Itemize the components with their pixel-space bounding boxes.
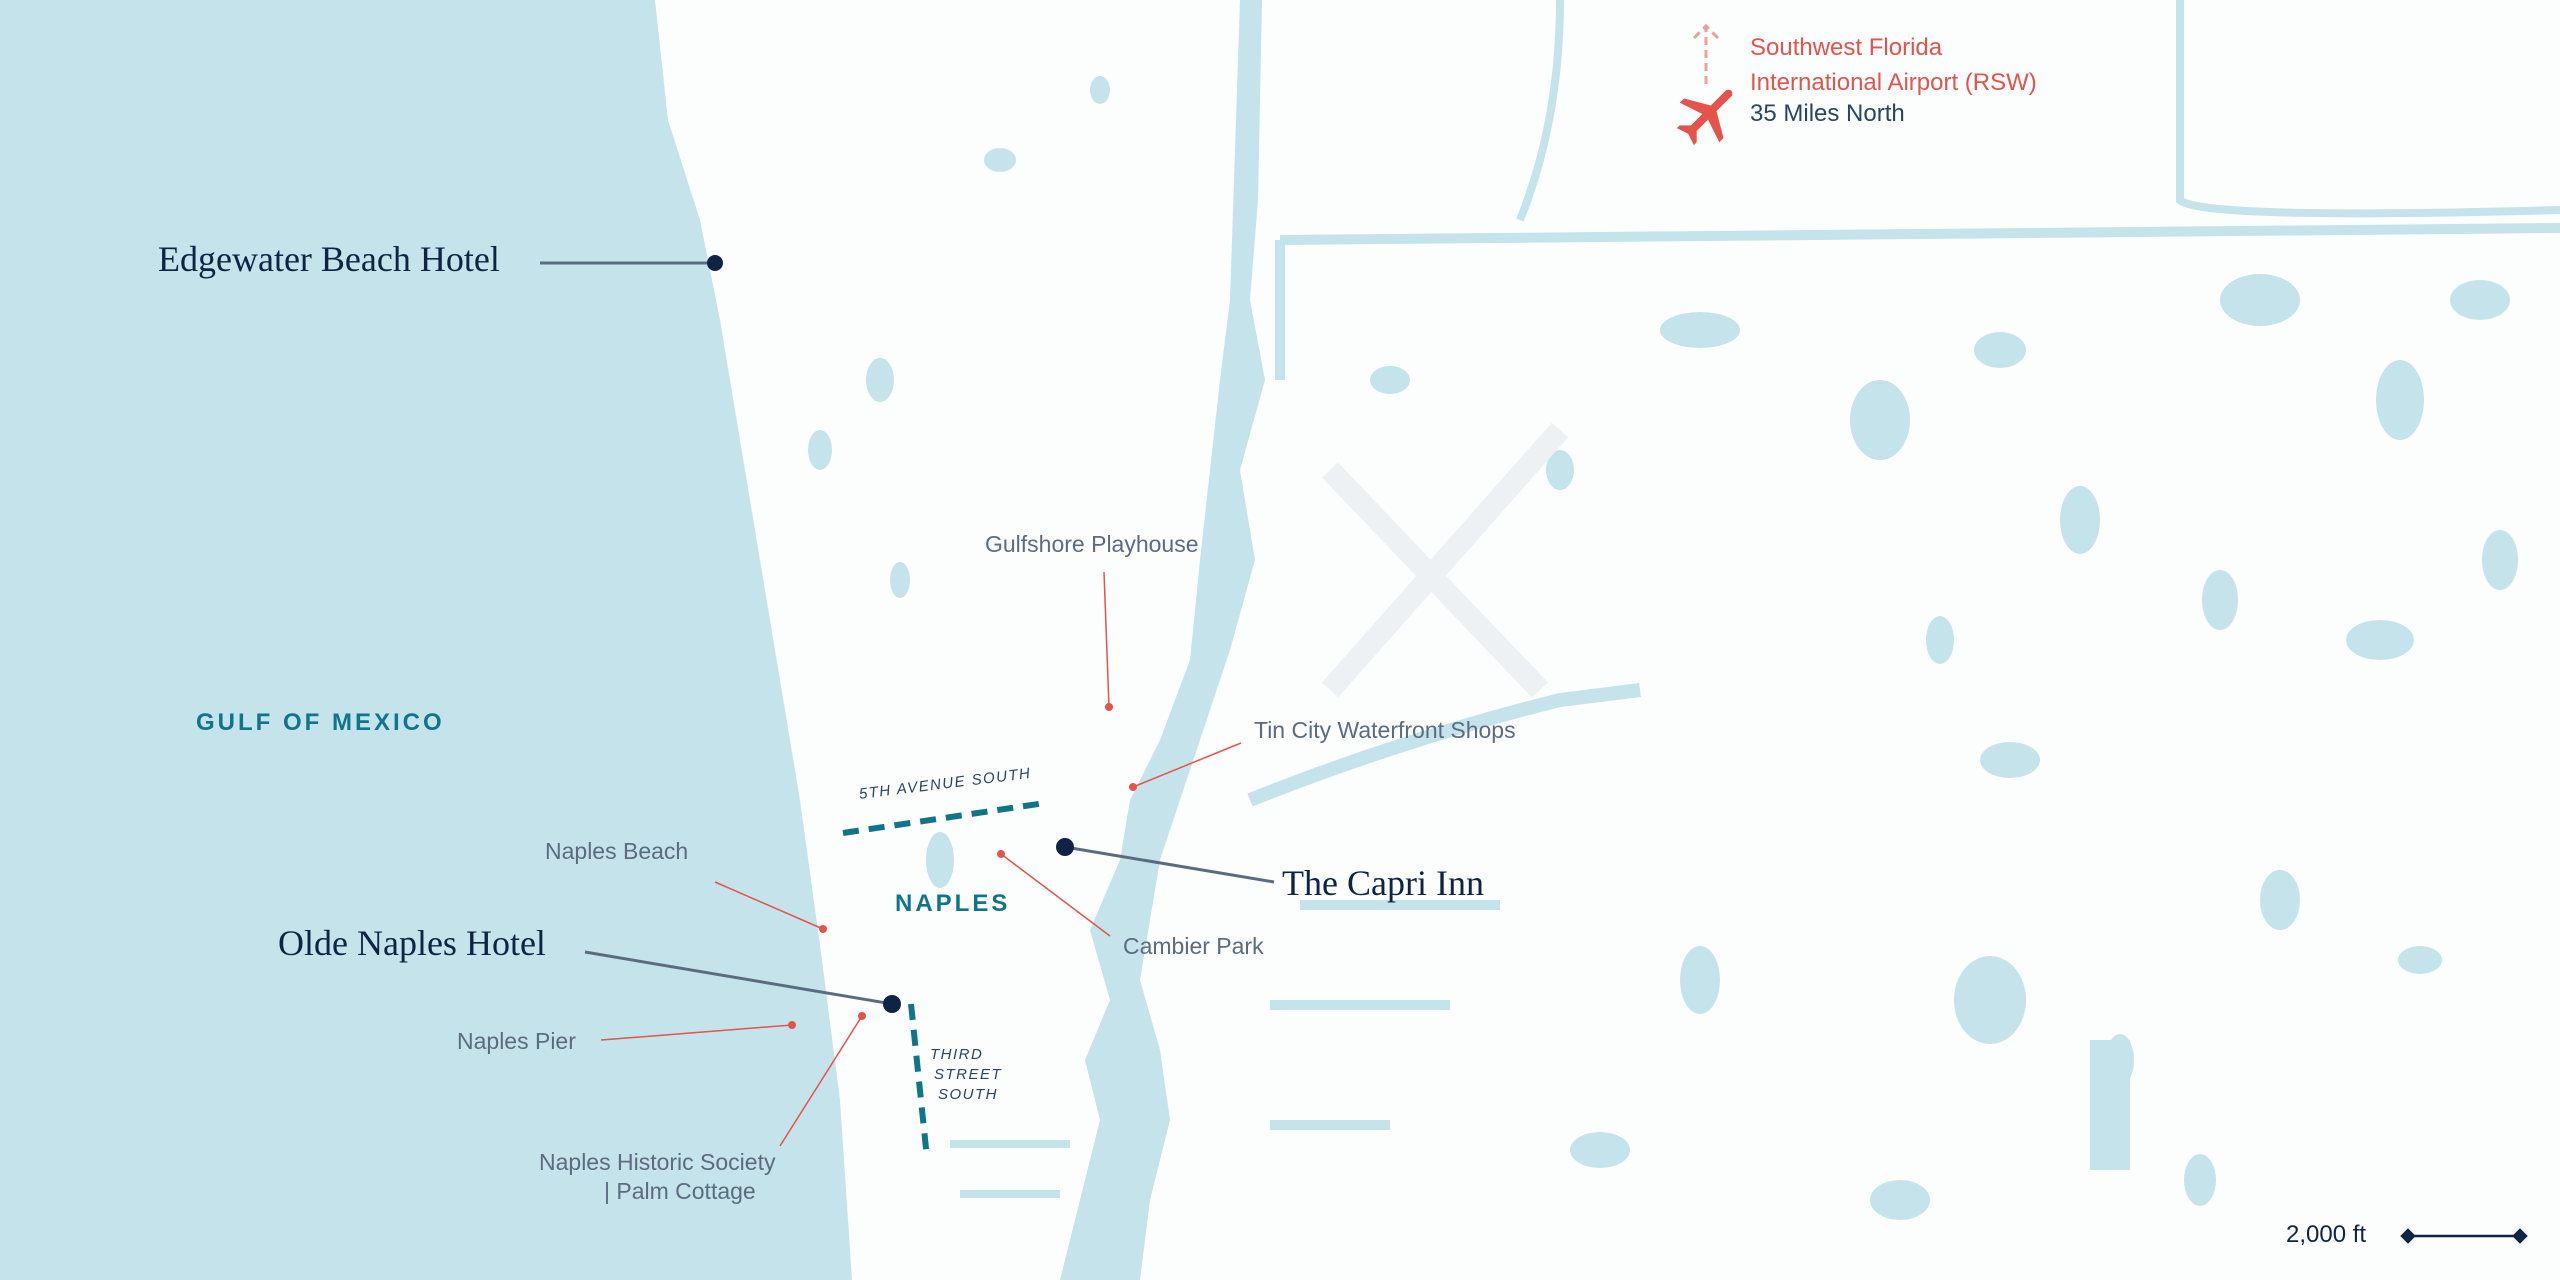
gulf-of-mexico-label: GULF OF MEXICO xyxy=(196,709,445,736)
naples-beach-label[interactable]: Naples Beach xyxy=(545,838,689,864)
edgewater-beach-hotel-label[interactable]: Edgewater Beach Hotel xyxy=(158,239,500,279)
airport-callout: Southwest Florida International Airport … xyxy=(1750,30,2037,128)
naples-bay xyxy=(1060,0,1265,1280)
naples-historic-society-label[interactable]: Naples Historic Society xyxy=(539,1149,776,1175)
capri-inn-label[interactable]: The Capri Inn xyxy=(1282,863,1484,903)
tin-city-marker[interactable] xyxy=(1129,783,1137,791)
scale-bar-line xyxy=(2400,1228,2528,1244)
naples-label: NAPLES xyxy=(895,890,1011,917)
canal xyxy=(1516,0,1564,222)
airport-distance: 35 Miles North xyxy=(1750,100,1905,127)
cambier-park-label[interactable]: Cambier Park xyxy=(1123,933,1264,959)
ponds xyxy=(808,76,2518,1220)
canal-top xyxy=(1279,223,2560,245)
airport-name-line-2: International Airport (RSW) xyxy=(1750,69,2037,96)
street-dashes xyxy=(842,800,1046,1159)
markers xyxy=(707,255,1137,1029)
north-arrow-icon xyxy=(1692,23,1720,84)
historic-society-marker[interactable] xyxy=(858,1012,866,1020)
tin-city-label[interactable]: Tin City Waterfront Shops xyxy=(1254,717,1516,743)
olde-naples-hotel-label[interactable]: Olde Naples Hotel xyxy=(278,923,546,963)
gulfshore-playhouse-label[interactable]: Gulfshore Playhouse xyxy=(985,531,1199,557)
airport-name-line-1: Southwest Florida xyxy=(1750,34,1943,61)
airport-runways xyxy=(1321,422,1569,698)
olde-naples-marker[interactable] xyxy=(883,995,901,1013)
cambier-park-marker[interactable] xyxy=(997,850,1005,858)
gulf-water xyxy=(0,0,852,1280)
airplane-icon xyxy=(1676,89,1733,146)
third-street-label: THIRD xyxy=(930,1046,984,1063)
edgewater-marker[interactable] xyxy=(707,255,723,271)
palm-cottage-label[interactable]: | Palm Cottage xyxy=(604,1178,756,1204)
scale-bar-label: 2,000 ft xyxy=(2286,1221,2367,1248)
canal xyxy=(1247,683,1641,807)
third-street-label: STREET xyxy=(934,1066,1003,1083)
canal xyxy=(2176,0,2560,218)
fifth-avenue-south-line xyxy=(842,800,1046,836)
third-street-label: SOUTH xyxy=(938,1086,998,1103)
naples-pier-label[interactable]: Naples Pier xyxy=(457,1028,576,1054)
capri-inn-marker[interactable] xyxy=(1056,838,1074,856)
leader-lines xyxy=(540,261,1275,1147)
naples-beach-marker[interactable] xyxy=(819,925,827,933)
gulfshore-marker[interactable] xyxy=(1105,703,1113,711)
third-street-south-line xyxy=(908,1003,930,1159)
naples-pier-marker[interactable] xyxy=(788,1021,796,1029)
